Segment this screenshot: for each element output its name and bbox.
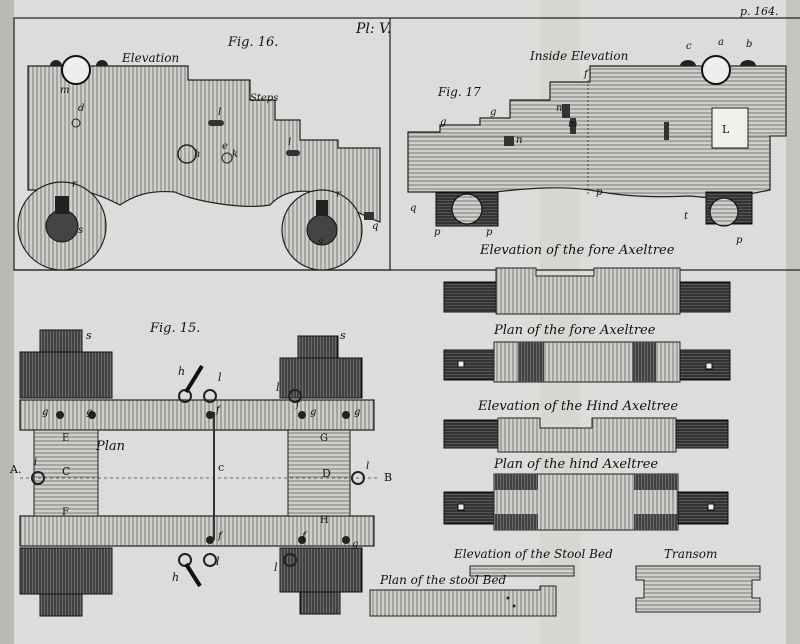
stool-bed-plan xyxy=(369,585,557,617)
stool-bed-elevation-caption: Elevation of the Stool Bed xyxy=(454,547,613,561)
fig15-letter-f3: f xyxy=(218,531,222,542)
hind-axletree-plan xyxy=(443,473,729,531)
page-number: p. 164. xyxy=(740,5,779,18)
fig15-letter-l5: l xyxy=(274,561,278,574)
fig17-letter-p1: p xyxy=(434,227,441,238)
fore-axletree-plan-caption: Plan of the fore Axeltree xyxy=(494,323,656,338)
fig16-steps-label: Steps xyxy=(250,93,279,104)
fig15-letter-s1: s xyxy=(86,329,92,342)
fig15-letter-B: B xyxy=(384,471,393,484)
hind-axletree-plan-caption: Plan of the hind Axeltree xyxy=(494,457,659,472)
fig16-letter-q: q xyxy=(372,221,379,232)
fig15-letter-g4: g xyxy=(86,407,93,418)
fig15-letter-g5: g xyxy=(352,539,359,550)
fig15-letter-D: D xyxy=(322,467,331,480)
fig15-letter-l3: l xyxy=(366,461,370,472)
fig16-letter-r1: r xyxy=(72,179,77,190)
fig15-letter-h2: h xyxy=(172,571,180,584)
fig16-letter-e: e xyxy=(222,141,228,152)
fig17-carriage-body xyxy=(407,55,787,227)
fig15-letter-h1: h xyxy=(178,365,186,378)
fig17-inside-elevation-label: Inside Elevation xyxy=(530,49,629,63)
stool-bed-elevation xyxy=(469,565,575,577)
fig15-letter-l2: l xyxy=(276,381,280,394)
fig17-letter-a: a xyxy=(718,37,724,48)
fig16-title: Fig. 16. xyxy=(228,35,279,50)
hind-axletree-elevation-caption: Elevation of the Hind Axeltree xyxy=(478,399,679,414)
fig15-title: Fig. 15. xyxy=(150,321,201,336)
fig15-plan xyxy=(19,329,378,617)
fig15-letter-g2: g xyxy=(354,407,361,418)
fig15-letter-F: F xyxy=(62,507,69,518)
fig17-letter-L: L xyxy=(722,123,730,136)
fig15-letter-A: A. xyxy=(10,463,22,476)
fig17-letter-f: f xyxy=(584,69,588,80)
fig16-letter-l1: l xyxy=(218,107,222,118)
fig16-letter-s2: s xyxy=(318,237,324,248)
hind-axletree-elevation xyxy=(443,417,729,453)
fig17-letter-q: q xyxy=(410,203,417,214)
stool-bed-plan-caption: Plan of the stool Bed xyxy=(380,573,507,587)
fig15-letter-f1: f xyxy=(216,405,220,416)
fig16-letter-h: h xyxy=(194,149,201,160)
fig15-letter-E: E xyxy=(62,433,70,444)
fig17-letter-g2: g xyxy=(490,107,497,118)
fig15-letter-H: H xyxy=(320,515,329,526)
fig17-letter-n2: n xyxy=(556,103,563,114)
fig17-letter-p3: p xyxy=(596,187,603,198)
transom-caption: Transom xyxy=(664,547,718,561)
fig15-letter-l1: l xyxy=(218,371,222,384)
fig17-letter-p2: p xyxy=(486,227,493,238)
fig15-letter-c: c xyxy=(218,461,225,474)
fore-axletree-elevation-caption: Elevation of the fore Axeltree xyxy=(480,243,675,258)
fig15-letter-l4: l xyxy=(216,555,220,568)
fig17-letter-t: t xyxy=(684,211,689,222)
fig16-letter-d: d xyxy=(78,103,85,114)
fore-axletree-plan xyxy=(443,341,731,383)
fig17-title: Fig. 17 xyxy=(438,85,481,99)
fig15-letter-g1: g xyxy=(310,407,317,418)
fig16-letter-l2: l xyxy=(288,137,292,148)
plate-title: Pl: V. xyxy=(356,21,392,37)
fig17-letter-n1: n xyxy=(516,135,523,146)
transom-drawing xyxy=(635,565,761,613)
fig17-letter-m: m xyxy=(568,119,578,130)
fig16-letter-s1: s xyxy=(78,225,84,236)
fig17-letter-g: g xyxy=(440,117,447,128)
fig15-letter-f4: f xyxy=(302,531,306,542)
fig17-letter-b: b xyxy=(746,39,753,50)
fig17-letter-c: c xyxy=(686,41,692,52)
fig15-plan-label: Plan xyxy=(96,439,126,454)
fig15-letter-C: C xyxy=(62,465,71,478)
fig16-carriage-body xyxy=(17,55,381,271)
fig16-elevation-label: Elevation xyxy=(122,51,180,65)
fore-axletree-elevation xyxy=(443,267,731,315)
fig15-letter-g3: g xyxy=(42,407,49,418)
fig16-letter-m: m xyxy=(60,85,70,96)
fig15-letter-i: i xyxy=(34,457,38,468)
fig17-letter-p4: p xyxy=(736,235,743,246)
fig15-letter-f2: f xyxy=(296,399,300,410)
fig16-letter-k: k xyxy=(232,149,239,160)
fig15-letter-G: G xyxy=(320,433,328,444)
fig16-letter-r2: r xyxy=(336,189,341,200)
fig15-letter-s2: s xyxy=(340,329,346,342)
